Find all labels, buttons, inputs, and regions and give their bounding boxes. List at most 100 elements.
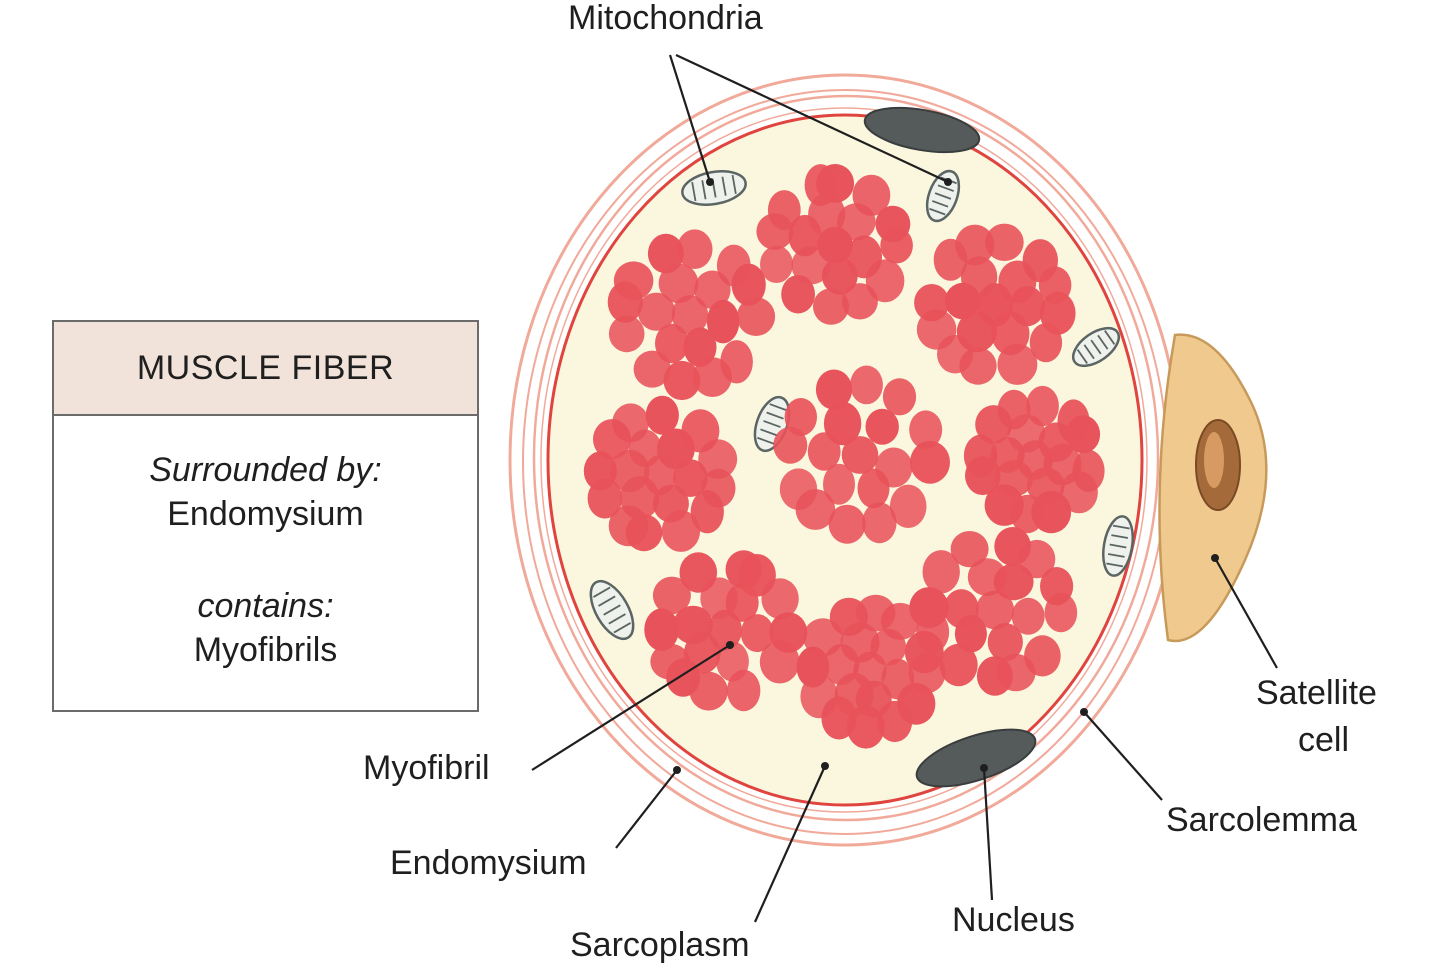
info-box-title: MUSCLE FIBER <box>54 322 477 416</box>
myofibril <box>976 656 1013 696</box>
myofibril <box>633 350 671 388</box>
label-sarcoplasm: Sarcoplasm <box>570 926 750 964</box>
myofibril <box>645 395 679 435</box>
surrounded-by-value: Endomysium <box>167 495 364 533</box>
myofibril <box>1011 597 1045 635</box>
myofibril <box>993 563 1034 601</box>
myofibril <box>823 401 862 446</box>
label-satellite-cell-line2: cell <box>1298 721 1350 759</box>
myofibril <box>960 256 998 298</box>
myofibril <box>987 623 1023 662</box>
myofibril <box>1060 471 1098 514</box>
leader-mitochondria-left <box>668 54 712 183</box>
myofibril <box>676 229 713 269</box>
myofibril <box>880 602 920 640</box>
myofibril <box>950 531 989 568</box>
myofibril <box>663 360 701 401</box>
myofibril <box>779 468 818 511</box>
myofibril <box>850 365 883 405</box>
myofibril <box>644 608 679 651</box>
myofibril <box>796 646 830 688</box>
mitochondrion <box>589 579 635 641</box>
leader-satellite-cell <box>1214 557 1278 669</box>
myofibril <box>857 468 890 509</box>
myofibril <box>583 451 617 491</box>
leader-lines <box>531 54 1278 923</box>
myofibril <box>706 299 740 344</box>
myofibril <box>673 605 713 645</box>
myofibril <box>658 263 699 304</box>
myofibril <box>761 578 799 620</box>
myofibril <box>613 261 654 301</box>
label-sarcolemma: Sarcolemma <box>1166 801 1357 839</box>
myofibril <box>813 288 849 325</box>
myofibril <box>889 484 927 528</box>
leader-dots <box>673 178 1219 774</box>
myofibril <box>943 589 979 629</box>
myofibril <box>815 369 853 410</box>
label-mitochondria: Mitochondria <box>568 0 763 37</box>
myofibril <box>1029 323 1063 363</box>
myofibril <box>784 398 817 436</box>
myofibril <box>731 263 766 306</box>
myofibril <box>909 410 943 450</box>
myofibril <box>852 174 891 216</box>
myofibril <box>877 700 913 743</box>
satellite-cell <box>1158 333 1268 643</box>
myofibril <box>652 576 691 615</box>
mitochondria <box>589 169 1134 641</box>
leader-nucleus <box>982 767 994 901</box>
info-box-body: Surrounded by: Endomysium contains: Myof… <box>54 416 477 672</box>
myofibril <box>882 378 917 416</box>
myofibrils <box>583 164 1105 749</box>
sarcolemma <box>546 113 1144 807</box>
myofibril <box>1040 567 1074 606</box>
myofibril <box>997 389 1031 430</box>
myofibril <box>841 436 879 474</box>
myofibril <box>671 295 709 335</box>
label-myofibril: Myofibril <box>363 749 490 787</box>
myofibril <box>637 292 676 331</box>
myofibril <box>985 223 1024 261</box>
myofibril <box>740 614 774 653</box>
myofibril <box>698 439 738 479</box>
myofibril <box>692 357 732 397</box>
leader-sarcolemma <box>1083 711 1163 801</box>
myofibril <box>690 490 724 534</box>
contains-value: Myofibrils <box>193 631 338 669</box>
myofibril <box>865 408 899 445</box>
myofibril <box>759 640 800 684</box>
myofibril <box>608 505 649 547</box>
surrounded-by-label: Surrounded by: <box>149 451 382 489</box>
myofibril <box>679 552 718 593</box>
myofibril <box>803 618 843 657</box>
myofibril <box>1026 385 1059 427</box>
myofibril <box>997 343 1038 385</box>
myofibril <box>914 284 950 322</box>
label-endomysium: Endomysium <box>390 844 587 882</box>
nuclei <box>863 106 1037 788</box>
myofibril <box>767 190 801 230</box>
myofibril <box>875 205 911 243</box>
myofibril <box>841 283 878 320</box>
myofibril <box>807 432 841 471</box>
myofibril <box>773 426 808 464</box>
myofibril <box>1018 539 1056 579</box>
myofibril <box>736 297 776 336</box>
myofibril <box>650 643 690 680</box>
myofibril <box>865 259 905 303</box>
myofibril <box>612 403 649 443</box>
myofibril <box>939 643 978 687</box>
myofibril <box>862 502 897 544</box>
myofibril <box>984 484 1024 526</box>
myofibril <box>910 440 950 484</box>
myofibril <box>683 327 717 368</box>
label-nucleus: Nucleus <box>952 901 1075 939</box>
myofibril <box>975 590 1015 630</box>
myofibril <box>816 164 855 203</box>
myofibril <box>922 550 960 594</box>
myofibril <box>823 463 855 505</box>
contains-label: contains: <box>197 587 334 625</box>
